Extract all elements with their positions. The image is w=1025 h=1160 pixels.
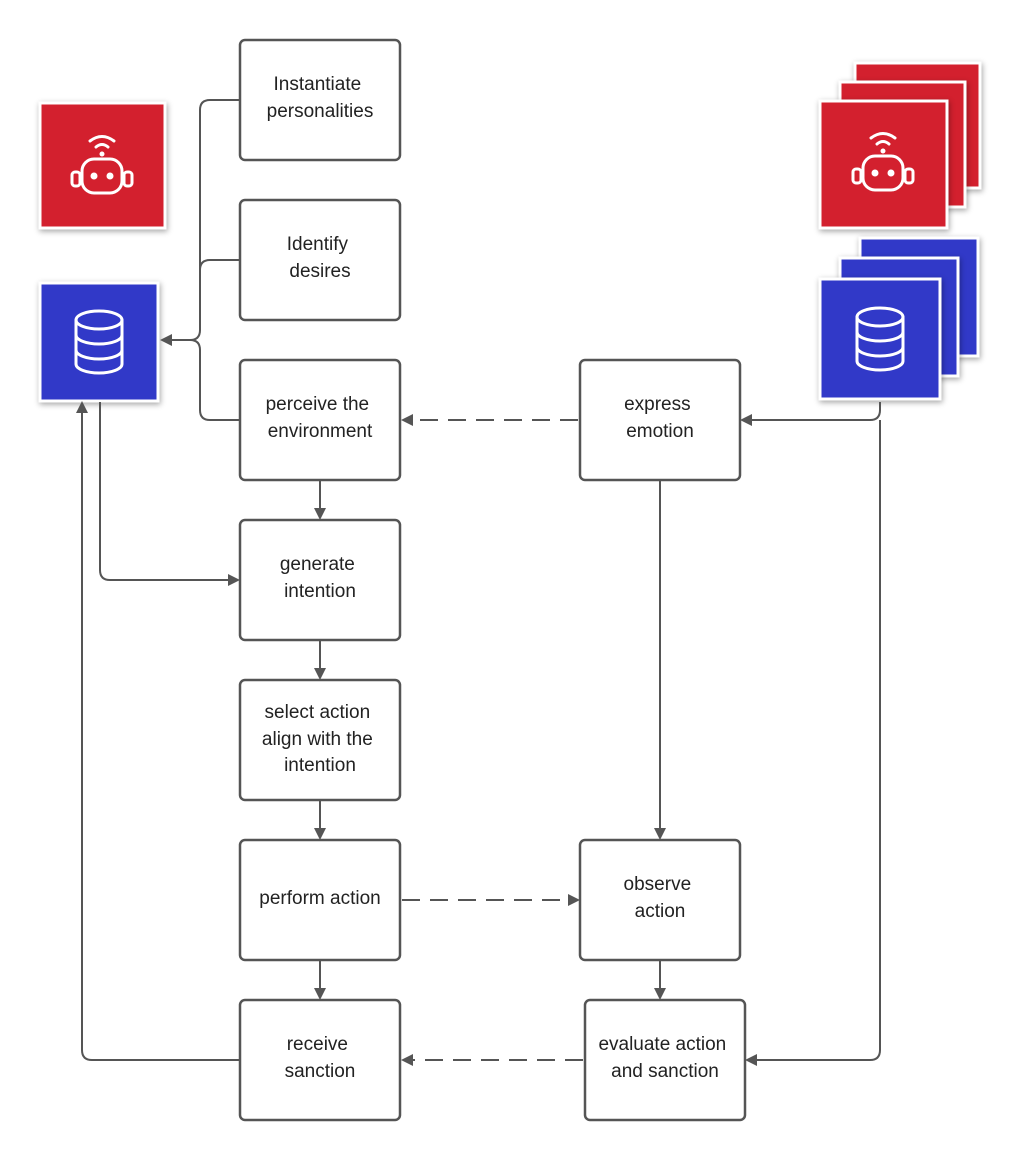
node-identify-desires: Identify desires [238,198,402,322]
svg-text:perform action: perform action [259,888,380,909]
node-perform-action: perform action [238,838,402,962]
node-label-line: Identify [287,234,349,255]
node-select-action: select action align with the intention [238,678,402,802]
node-label-line: select action [265,702,371,723]
node-label-line: environment [268,421,373,442]
node-evaluate-action: evaluate action and sanction [583,998,747,1122]
agent-stack [818,61,982,230]
node-label-line: evaluate action [598,1034,726,1055]
node-instantiate-personalities: Instantiate personalities [238,38,402,162]
svg-text:express emotion: express emotion [624,394,696,442]
node-label-line: intention [284,581,356,602]
agent-tile [38,101,167,230]
connector-dbstack-evaluate [745,420,881,1066]
node-label-line: action [635,901,686,922]
node-label-line: Instantiate [274,74,362,95]
svg-text:Identify desires: Identify desires [287,234,354,282]
svg-text:observe action: observe action [624,874,697,922]
connector-instantiate-db [160,99,240,346]
node-label-line: and sanction [611,1061,719,1082]
node-label-line: personalities [267,101,374,122]
node-generate-intention: generate intention [238,518,402,642]
node-label-line: observe [624,874,692,895]
node-label-line: align with the [262,729,373,750]
connector-db-generate [99,402,240,586]
node-label-line: perform action [259,888,380,909]
database-tile [38,281,160,403]
node-label-line: express [624,394,691,415]
node-perceive-environment: perceive the environment [238,358,402,482]
node-receive-sanction: receive sanction [238,998,402,1122]
connector-dbstack-express [740,402,881,426]
node-label-line: sanction [285,1061,356,1082]
node-label-line: perceive the [266,394,370,415]
connector-receive-db [76,401,240,1061]
node-observe-action: observe action [578,838,742,962]
node-label-line: generate [280,554,355,575]
svg-text:receive sanction: receive sanction [285,1034,356,1082]
node-label-line: intention [284,755,356,776]
connector-desires-db [199,259,240,330]
svg-text:Instantiate personalitie: Instantiate personalities [267,74,374,122]
node-label-line: desires [289,261,350,282]
svg-text:perceive the environment: perceive the environment [266,394,375,442]
database-stack [818,236,980,401]
svg-text:evaluate action and sanc: evaluate action and sanction [598,1034,731,1082]
node-label-line: receive [287,1034,348,1055]
node-express-emotion: express emotion [578,358,742,482]
node-label-line: emotion [626,421,694,442]
svg-text:generate intention: generate intention [280,554,360,602]
svg-text:select action align with: select action align with the intention [262,702,378,776]
connector-perceive-db [189,339,240,421]
